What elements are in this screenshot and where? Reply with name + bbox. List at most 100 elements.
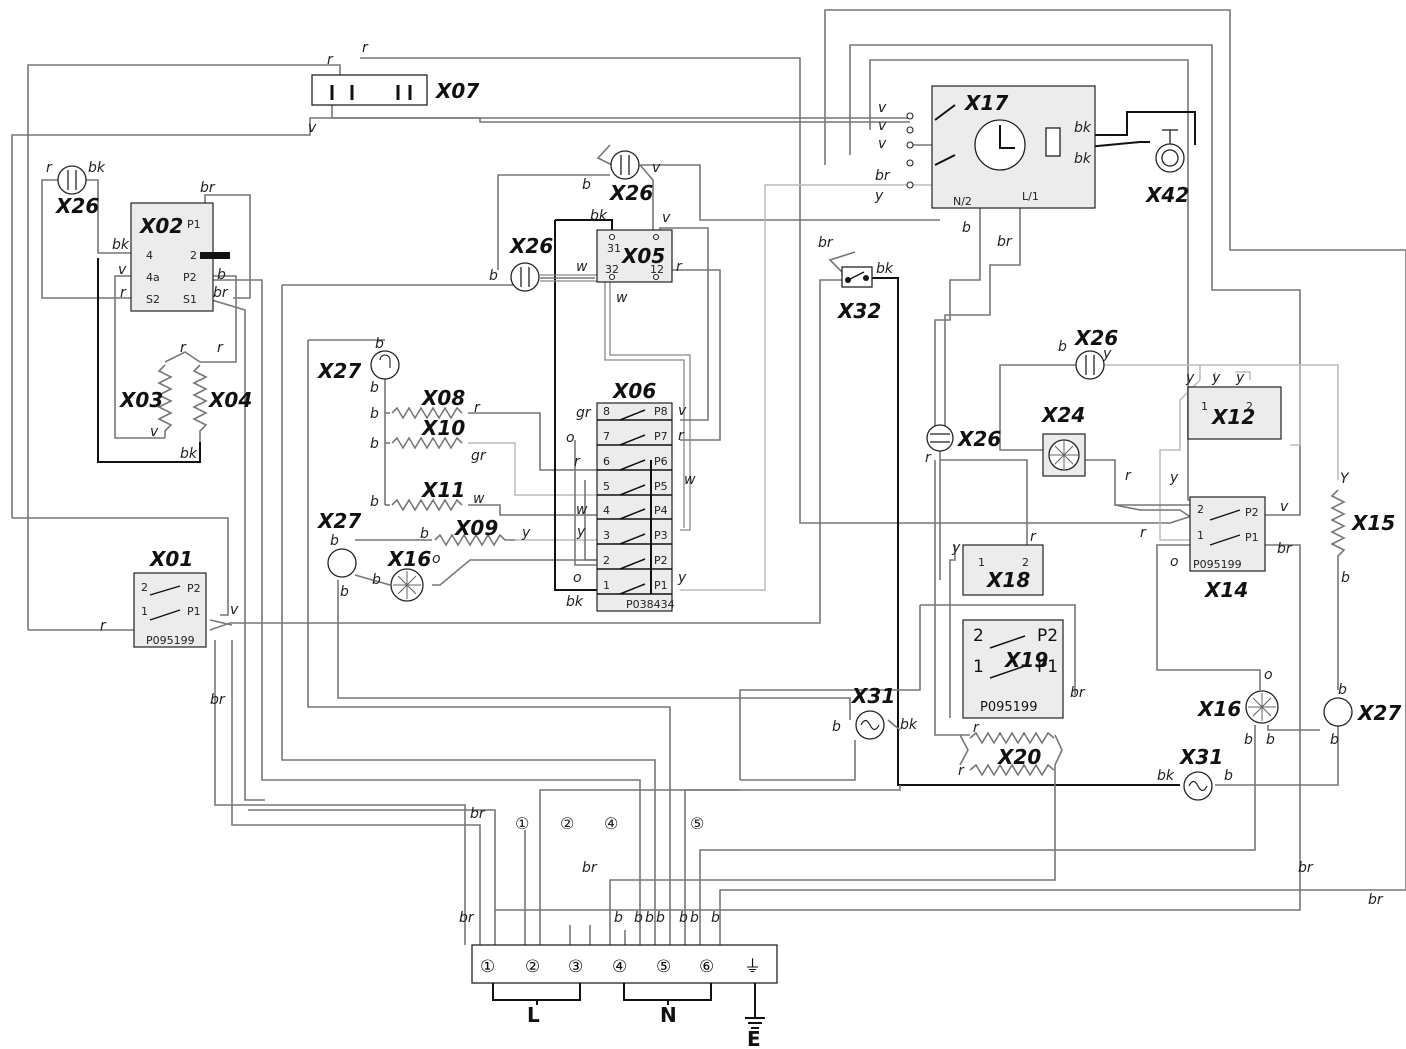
svg-text:P4: P4 (654, 504, 668, 517)
label-x08: X08 (420, 386, 465, 410)
component-x26-b: X26 (608, 150, 653, 205)
svg-text:r: r (678, 428, 685, 444)
svg-text:o: o (1264, 667, 1273, 683)
svg-text:8: 8 (603, 405, 610, 418)
svg-text:br: br (582, 860, 598, 876)
svg-text:b: b (372, 572, 381, 588)
svg-text:y: y (1211, 370, 1221, 386)
svg-text:bk: bk (112, 237, 130, 253)
svg-text:r: r (676, 259, 683, 275)
component-x16-a: X16 (386, 547, 431, 602)
svg-text:br: br (470, 806, 486, 822)
svg-text:br: br (997, 234, 1013, 250)
label-x27-c: X27 (1356, 701, 1401, 725)
svg-text:r: r (120, 285, 127, 301)
svg-text:b: b (656, 910, 665, 926)
svg-text:2: 2 (973, 626, 984, 646)
component-x04: X04 (192, 364, 252, 442)
svg-text:b: b (634, 910, 643, 926)
label-x27-b: X27 (316, 509, 361, 533)
svg-text:bk: bk (88, 160, 106, 176)
svg-text:r: r (46, 160, 53, 176)
svg-text:3: 3 (603, 529, 610, 542)
svg-text:bk: bk (566, 594, 584, 610)
label-x26-e: X26 (956, 427, 1001, 451)
svg-text:r: r (958, 763, 965, 779)
component-x18: X18 1 2 (962, 544, 1044, 596)
svg-text:br: br (1277, 541, 1293, 557)
svg-text:P1: P1 (187, 218, 201, 231)
svg-text:6: 6 (603, 455, 610, 468)
svg-text:b: b (1266, 732, 1275, 748)
svg-text:b: b (962, 220, 971, 236)
svg-text:w: w (473, 491, 485, 507)
label-x18: X18 (985, 568, 1030, 592)
svg-text:b: b (489, 268, 498, 284)
label-x26-b: X26 (608, 181, 653, 205)
label-x02: X02 (138, 214, 183, 238)
label-x10: X10 (420, 416, 465, 440)
svg-text:v: v (878, 100, 887, 116)
svg-text:v: v (652, 160, 661, 176)
svg-text:P2: P2 (654, 554, 668, 567)
component-x05: X05 31 32 12 (596, 229, 673, 283)
svg-text:y: y (677, 570, 687, 586)
svg-text:12: 12 (650, 263, 664, 276)
label-x19: X19 (1003, 648, 1048, 672)
svg-text:r: r (925, 450, 932, 466)
svg-text:gr: gr (576, 405, 592, 421)
svg-text:2: 2 (1197, 503, 1204, 516)
component-x27-c: X27 (1323, 697, 1401, 727)
svg-text:bk: bk (1074, 151, 1092, 167)
svg-text:4a: 4a (146, 271, 160, 284)
svg-text:br: br (875, 168, 891, 184)
component-x32: X32 (836, 266, 881, 323)
component-x27-b: X27 (316, 509, 361, 578)
svg-text:32: 32 (605, 263, 619, 276)
component-x06: X06 8 P8 7 P7 6 P6 5 P5 4 P4 3 P3 2 P2 1… (596, 379, 675, 612)
svg-text:b: b (330, 533, 339, 549)
callout-5: ⑤ (690, 814, 704, 833)
component-x31-b: X31 (1178, 745, 1223, 801)
svg-text:w: w (616, 290, 628, 306)
svg-text:2: 2 (1246, 400, 1253, 413)
svg-text:w: w (576, 259, 588, 275)
svg-text:br: br (200, 180, 216, 196)
svg-text:y: y (1102, 346, 1112, 362)
svg-text:br: br (1368, 892, 1384, 908)
svg-text:r: r (1140, 525, 1147, 541)
label-x07: X07 (434, 79, 479, 103)
component-x14: X14 2 P2 1 P1 P095199 (1189, 496, 1266, 602)
terminal-earth: ⏚ (744, 957, 761, 977)
svg-text:bk: bk (876, 261, 894, 277)
svg-text:P7: P7 (654, 430, 668, 443)
component-x01: X01 2 P2 1 P1 P095199 (133, 547, 207, 648)
svg-text:br: br (459, 910, 475, 926)
component-x07: X07 (311, 74, 479, 106)
svg-text:S1: S1 (183, 293, 197, 306)
svg-text:b: b (370, 380, 379, 396)
svg-text:bk: bk (900, 717, 918, 733)
svg-text:y: y (1169, 470, 1179, 486)
label-x16-a: X16 (386, 547, 431, 571)
label-x06: X06 (611, 379, 656, 403)
svg-text:P1: P1 (654, 579, 668, 592)
svg-text:P095199: P095199 (980, 700, 1037, 715)
label-x31-b: X31 (1178, 745, 1223, 769)
svg-text:r: r (973, 720, 980, 736)
svg-text:v: v (878, 118, 887, 134)
label-x26-a: X26 (54, 194, 99, 218)
svg-text:5: 5 (603, 480, 610, 493)
label-x01: X01 (148, 547, 193, 571)
terminal-2: ② (525, 957, 540, 977)
svg-text:P2: P2 (1037, 626, 1058, 646)
svg-text:b: b (375, 336, 384, 352)
svg-text:b: b (217, 267, 226, 283)
svg-text:r: r (1125, 468, 1132, 484)
wire-color-labels: r r v r bk br bk v r b br r r v bk bk v … (46, 40, 1384, 926)
terminal-3: ③ (568, 957, 583, 977)
svg-text:4: 4 (603, 504, 610, 517)
svg-text:v: v (230, 602, 239, 618)
svg-text:31: 31 (607, 242, 621, 255)
